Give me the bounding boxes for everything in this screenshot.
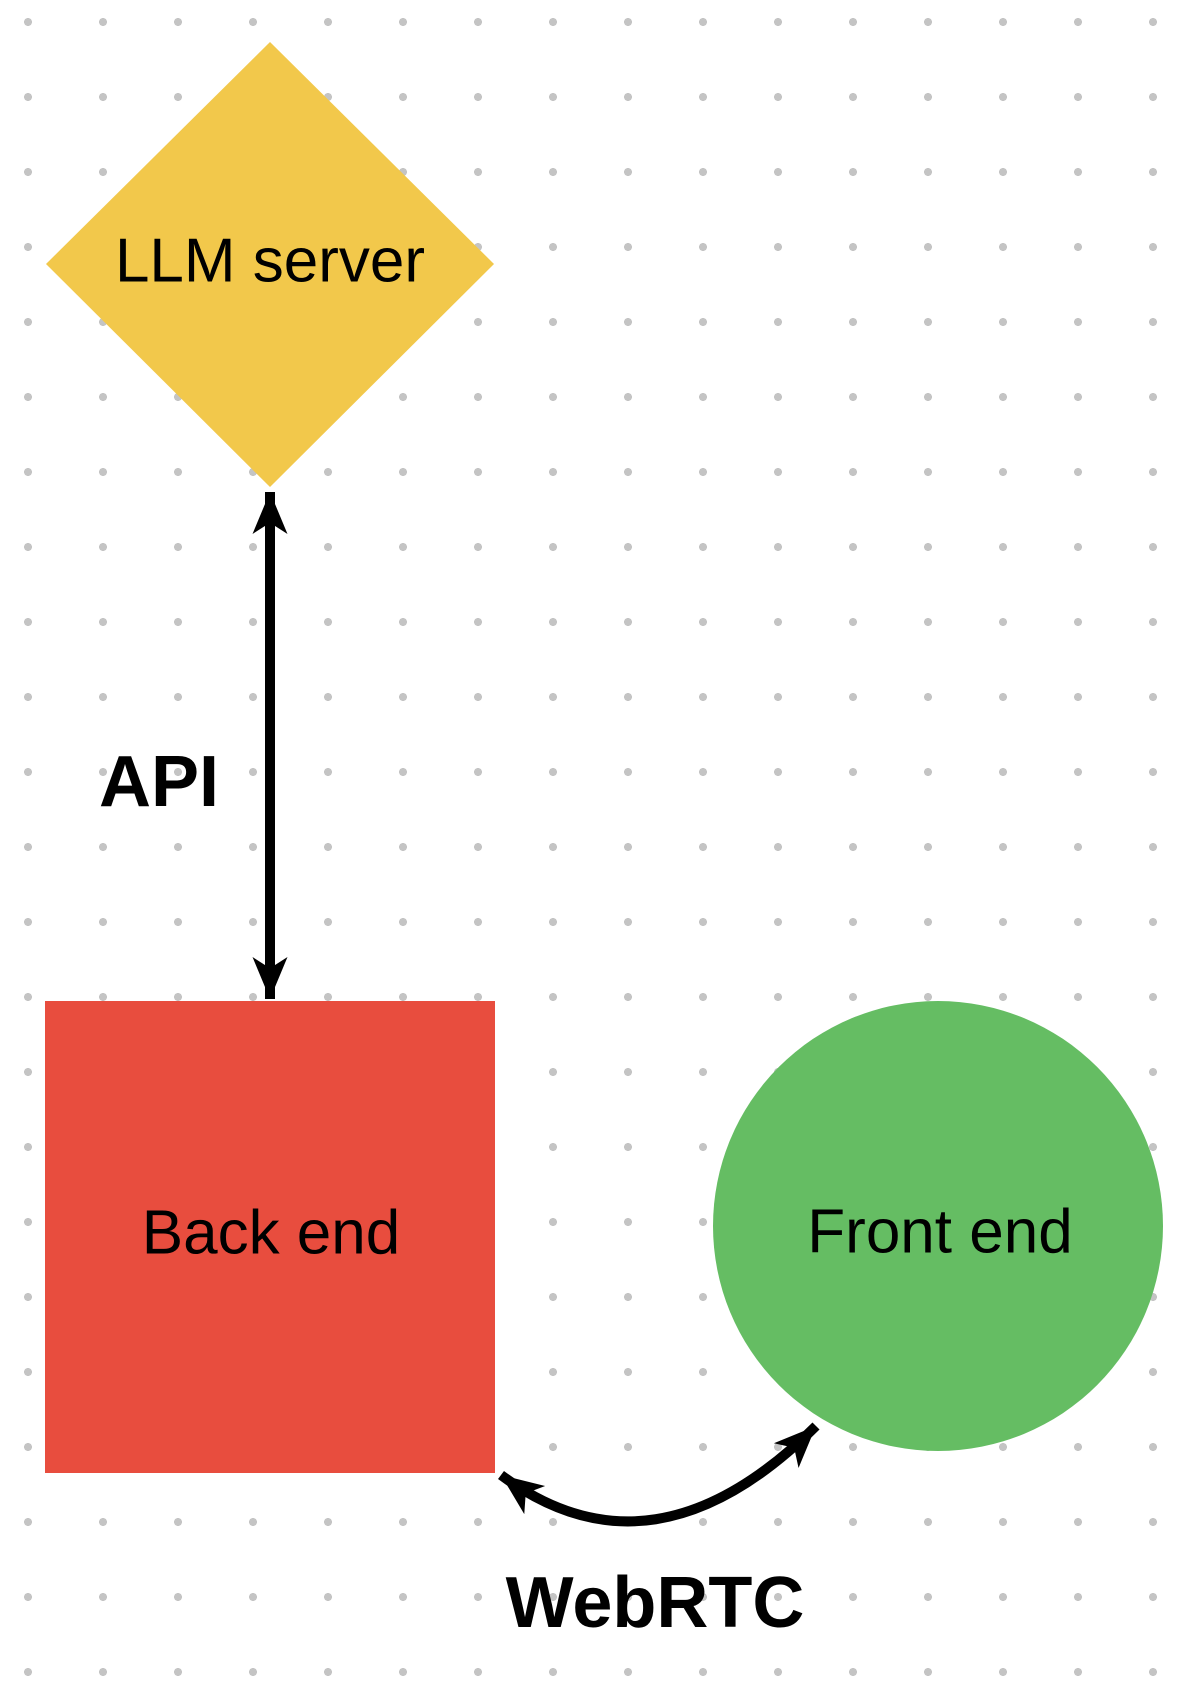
api-edge-label[interactable]: API [98, 742, 220, 822]
back-end-shape[interactable] [45, 1001, 495, 1473]
llm-server-shape[interactable] [46, 42, 494, 487]
webrtc-edge-label[interactable]: WebRTC [505, 1563, 805, 1643]
front-end-shape[interactable] [713, 1001, 1163, 1451]
webrtc-connector-arrow[interactable] [498, 1422, 820, 1527]
